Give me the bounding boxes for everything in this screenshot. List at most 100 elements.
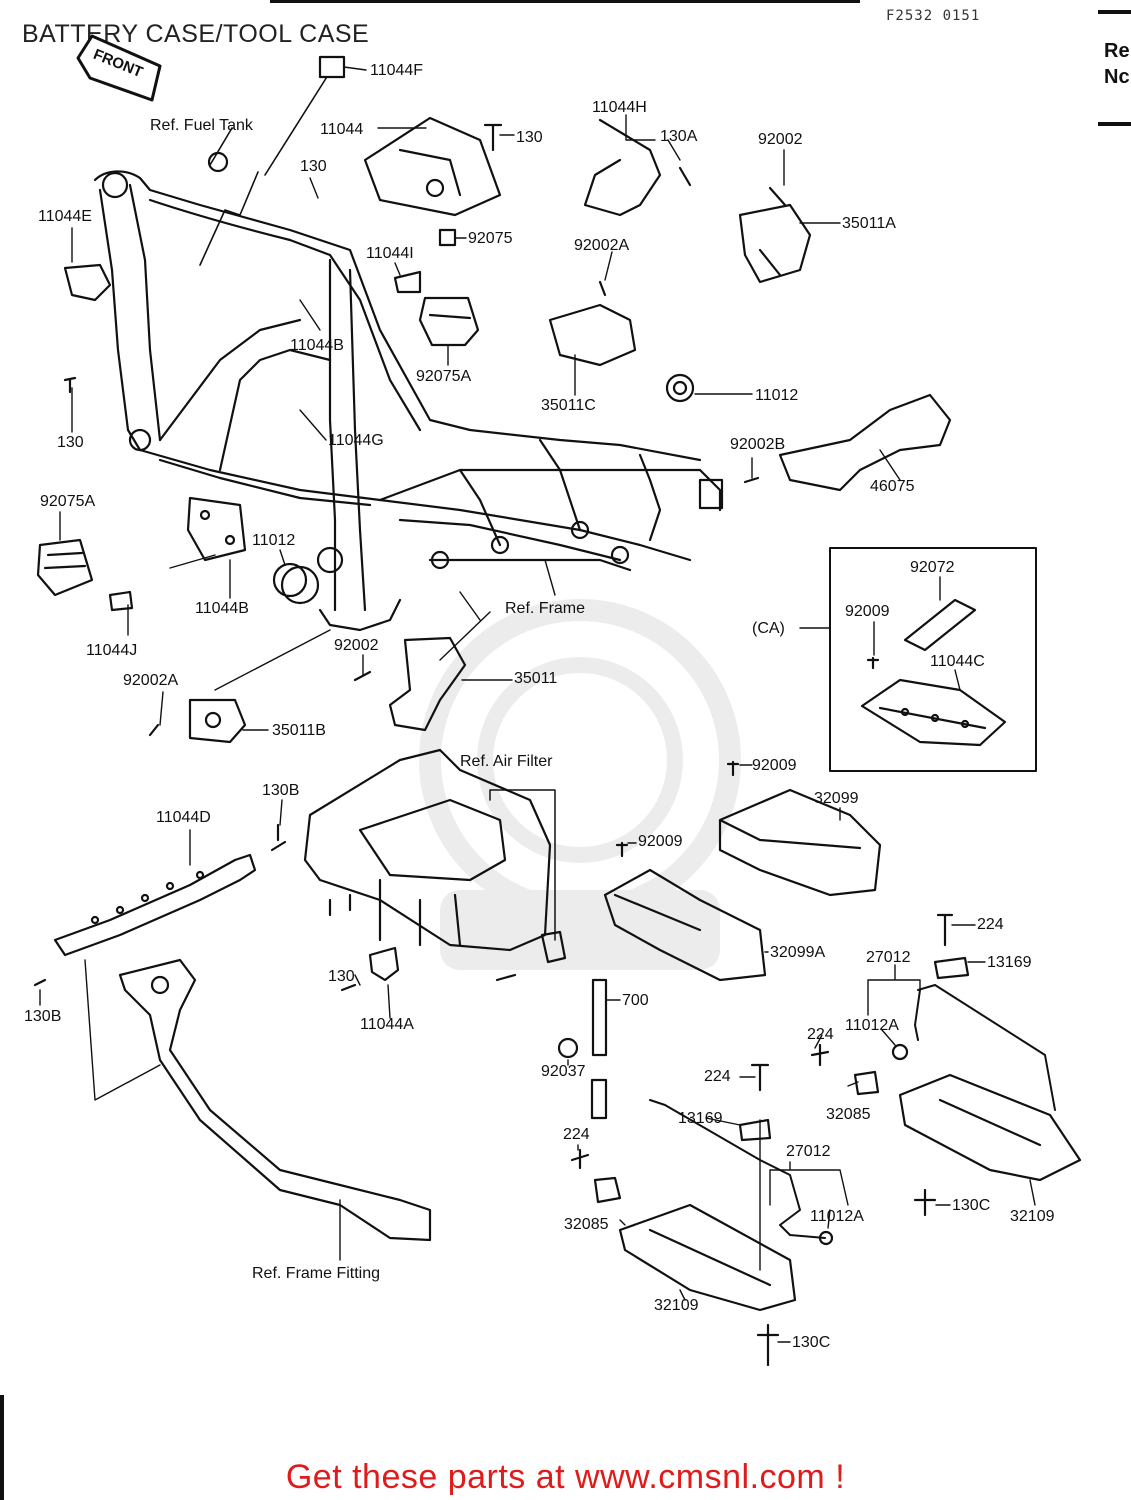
rubber-92075 bbox=[438, 228, 457, 247]
bracket-11044F bbox=[318, 55, 346, 79]
callout-11044G: 11044G bbox=[328, 432, 384, 449]
callout-35011C: 35011C bbox=[541, 397, 596, 414]
corner-ref-line-1: Re bbox=[1104, 40, 1130, 62]
callout-92075A-left: 92075A bbox=[40, 493, 96, 510]
callout-92002A-low: 92002A bbox=[123, 672, 179, 689]
clip-32085-b bbox=[593, 1176, 622, 1204]
callout-92002-top: 92002 bbox=[758, 131, 803, 148]
bracket-11044 bbox=[363, 116, 502, 217]
battery-tray-32109-a bbox=[898, 1073, 1082, 1182]
grommet-11012-mid bbox=[272, 562, 308, 598]
bracket-35011C bbox=[548, 303, 637, 367]
clamp-11044A bbox=[368, 946, 400, 982]
callout-92075: 92075 bbox=[468, 230, 513, 247]
top-rule bbox=[270, 0, 860, 3]
hose-700 bbox=[591, 978, 608, 1057]
bolt-224-d bbox=[750, 1063, 770, 1092]
screw-92009-ca bbox=[866, 656, 880, 670]
cap-11012A-a bbox=[891, 1043, 909, 1061]
clip-13169-b bbox=[738, 1118, 772, 1142]
bracket-35011A bbox=[738, 203, 812, 284]
bolt-224-c bbox=[570, 1148, 590, 1170]
bolt-130-top bbox=[483, 123, 503, 152]
callout-32109-a: 32109 bbox=[1010, 1208, 1055, 1225]
corner-mark-top bbox=[1098, 10, 1131, 14]
clip-near-case bbox=[540, 930, 567, 964]
callout-13169-b: 13169 bbox=[678, 1110, 723, 1127]
callout-ref-fuel-tank: Ref. Fuel Tank bbox=[150, 117, 253, 134]
bolt-92002-top bbox=[768, 186, 787, 207]
callout-92002A-top: 92002A bbox=[574, 237, 630, 254]
bolt-92002B bbox=[743, 476, 760, 484]
callout-92075A-mid: 92075A bbox=[416, 368, 472, 385]
clip-92037 bbox=[557, 1037, 579, 1059]
callout-130-mid: 130 bbox=[57, 434, 84, 451]
callout-11044B-low: 11044B bbox=[195, 600, 249, 617]
callout-27012-a: 27012 bbox=[866, 949, 911, 966]
callout-ref-frame-fitting: Ref. Frame Fitting bbox=[252, 1265, 381, 1282]
corner-ref-line-2: Nc bbox=[1104, 66, 1130, 88]
bracket-11044I bbox=[393, 270, 422, 294]
hose-lower bbox=[590, 1078, 608, 1120]
callout-32085-a: 32085 bbox=[826, 1106, 871, 1123]
callout-11044D: 11044D bbox=[156, 809, 211, 826]
bracket-11044B-low bbox=[186, 496, 247, 562]
callout-ref-air-filter: Ref. Air Filter bbox=[460, 753, 553, 770]
callout-46075: 46075 bbox=[870, 478, 915, 495]
screw-92009-b bbox=[615, 841, 629, 858]
bolt-130C-a bbox=[913, 1188, 937, 1217]
callout-11044I: 11044I bbox=[366, 245, 414, 262]
wire-27012-b bbox=[649, 1099, 826, 1239]
clip-32085-a bbox=[853, 1070, 880, 1096]
callout-92009-ca: 92009 bbox=[845, 603, 890, 620]
grommet-11012-top bbox=[665, 373, 695, 403]
bolt-92002A-top bbox=[598, 280, 607, 297]
ca-inset-box bbox=[829, 547, 1037, 772]
tool-case-32099 bbox=[718, 788, 882, 897]
air-filter-ref-bracket bbox=[489, 789, 556, 941]
bracket-11044D bbox=[53, 853, 257, 957]
bolt-224-a bbox=[936, 913, 954, 947]
wire-27012-a bbox=[914, 984, 1056, 1111]
callout-11044F: 11044F bbox=[370, 62, 424, 79]
callout-ref-frame: Ref. Frame bbox=[505, 600, 586, 617]
frame-fitting bbox=[118, 958, 432, 1242]
callout-92002-mid: 92002 bbox=[334, 637, 379, 654]
callout-130C-a: 130C bbox=[952, 1197, 991, 1214]
screw-92009-a bbox=[726, 760, 740, 777]
callout-35011B: 35011B bbox=[272, 722, 326, 739]
callout-32109-b: 32109 bbox=[654, 1297, 699, 1314]
callout-ca: (CA) bbox=[752, 620, 785, 637]
callout-92072: 92072 bbox=[910, 559, 955, 576]
callout-11044A: 11044A bbox=[360, 1016, 414, 1033]
callout-11044C: 11044C bbox=[930, 653, 985, 670]
tray-46075 bbox=[778, 393, 952, 492]
bolt-130C-b bbox=[756, 1323, 780, 1367]
callout-32099: 32099 bbox=[814, 790, 859, 807]
callout-11012A-b: 11012A bbox=[810, 1208, 864, 1225]
bracket-11044H bbox=[583, 118, 662, 217]
leader-lines bbox=[39, 66, 1036, 1343]
cap-11012A-b bbox=[818, 1230, 834, 1246]
callout-11012A-a: 11012A bbox=[845, 1017, 899, 1034]
callout-130-top: 130 bbox=[516, 129, 543, 146]
figure-code: F2532 0151 bbox=[886, 8, 981, 24]
stub bbox=[495, 973, 517, 982]
callout-11012-mid: 11012 bbox=[252, 532, 296, 549]
clip-13169-a bbox=[933, 956, 970, 980]
fitting-leaders bbox=[84, 959, 341, 1261]
callout-32085-b: 32085 bbox=[564, 1216, 609, 1233]
callout-224-c: 224 bbox=[563, 1126, 590, 1143]
callout-130-left: 130 bbox=[300, 158, 327, 175]
battery-case bbox=[303, 748, 552, 952]
callout-130B-low: 130B bbox=[24, 1008, 62, 1025]
footer-call-to-action[interactable]: Get these parts at www.cmsnl.com ! bbox=[285, 1458, 846, 1496]
callout-11044: 11044 bbox=[320, 121, 364, 138]
callout-11044H: 11044H bbox=[592, 99, 647, 116]
battery-tray-32109-b bbox=[618, 1203, 797, 1312]
callout-92009-a: 92009 bbox=[752, 757, 797, 774]
clip-92075A-mid bbox=[418, 296, 480, 347]
corner-mark-mid bbox=[1098, 122, 1131, 126]
callout-27012-b: 27012 bbox=[786, 1143, 831, 1160]
callout-32099A: 32099A bbox=[770, 944, 826, 961]
